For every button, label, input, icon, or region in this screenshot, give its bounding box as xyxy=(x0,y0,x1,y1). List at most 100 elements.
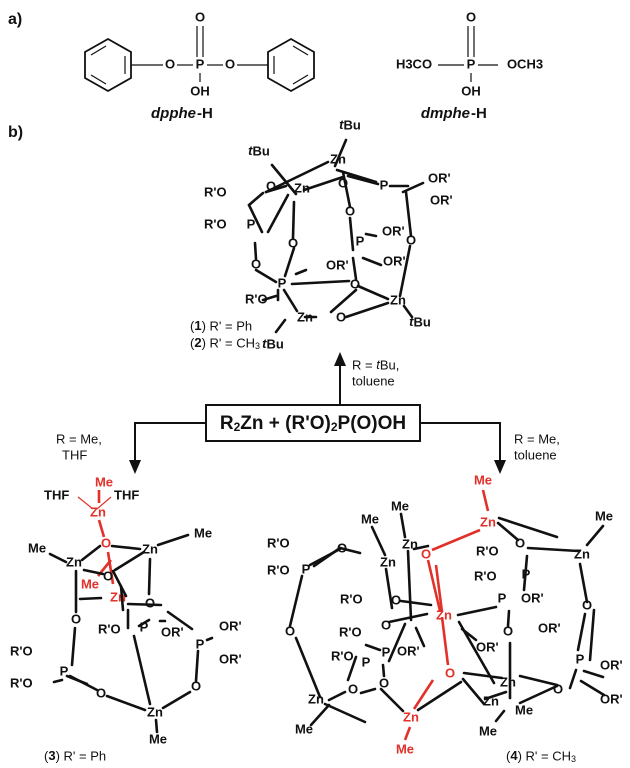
panel-label-b: b) xyxy=(8,124,23,141)
c3-ro-1: R'O xyxy=(98,621,121,636)
c4-o-red-1: O xyxy=(421,546,431,561)
c4-or-5: OR' xyxy=(600,657,623,672)
c4-zn-bottom: Zn xyxy=(483,693,499,708)
c1-o-8: O xyxy=(336,309,346,324)
c4-me-right: Me xyxy=(595,508,613,523)
c1-tbu-right: tBu xyxy=(409,314,431,329)
complex-4-cage: Me Zn O Zn O Zn Me xyxy=(267,472,623,756)
phenyl-ring-left xyxy=(84,37,132,93)
dmphe-och3: OCH3 xyxy=(507,56,543,71)
dpphe-h-structure: O P O O OH dpphe -H xyxy=(84,9,315,122)
c4-zn-red-top: Zn xyxy=(480,514,496,529)
c1-tbu-top: tBu xyxy=(339,117,361,132)
c4-p-3: P xyxy=(362,654,371,669)
arrow-left xyxy=(129,422,206,474)
c1-zn-mid: Zn xyxy=(294,180,310,195)
condition-up-line1: R = tBu, xyxy=(352,357,399,372)
c4-zn-left: Zn xyxy=(308,691,324,706)
caption-4: (4) R' = CH3 xyxy=(506,748,576,764)
c4-o-10: O xyxy=(503,623,513,638)
c4-p-5: P xyxy=(498,590,507,605)
c4-or-2: OR' xyxy=(521,590,544,605)
reagent-formula: R2Zn + (R'O)2P(O)OH xyxy=(220,413,406,434)
c4-o-2: O xyxy=(391,592,401,607)
c4-o-11: O xyxy=(553,681,563,696)
c1-or-1: OR' xyxy=(428,170,451,185)
c4-ro-3: R'O xyxy=(340,591,363,606)
dpphe-o-left: O xyxy=(165,56,175,71)
dmphe-p: P xyxy=(467,56,476,71)
c3-or-1: OR' xyxy=(161,624,184,639)
c1-zn-top: Zn xyxy=(330,151,346,166)
dmphe-suffix: -H xyxy=(471,105,487,122)
c4-ro-4: R'O xyxy=(339,624,362,639)
dmphe-oh: OH xyxy=(461,83,481,98)
c3-zn-red-top: Zn xyxy=(90,504,106,519)
c4-or-3: OR' xyxy=(538,620,561,635)
c4-or-1: OR' xyxy=(397,643,420,658)
arrow-up xyxy=(334,352,346,404)
c1-o-4: O xyxy=(288,235,298,250)
dpphe-o-right: O xyxy=(225,56,235,71)
caption-3: (3) R' = Ph xyxy=(44,748,106,763)
c4-me-left: Me xyxy=(295,721,313,736)
c4-o-3: O xyxy=(285,623,295,638)
c3-o-5: O xyxy=(96,685,106,700)
c1-ro-2: R'O xyxy=(204,216,227,231)
c3-me-right: Me xyxy=(194,525,212,540)
c1-or-3: OR' xyxy=(382,223,405,238)
dpphe-suffix: -H xyxy=(197,105,213,122)
c4-ro-6: R'O xyxy=(476,543,499,558)
c1-o-5: O xyxy=(406,232,416,247)
c1-tbu-bottom: tBu xyxy=(262,336,284,351)
c3-p-left: P xyxy=(60,663,69,678)
c1-p-center: P xyxy=(356,233,365,248)
c4-me-red-top: Me xyxy=(474,472,492,487)
c3-zn-bottom: Zn xyxy=(147,704,163,719)
c4-or-6: OR' xyxy=(600,691,623,706)
c3-thf-right: THF xyxy=(114,487,139,502)
c4-zn-red-bottom: Zn xyxy=(403,709,419,724)
c3-p-right: P xyxy=(196,636,205,651)
c4-p-2: P xyxy=(382,644,391,659)
c3-ro-3: R'O xyxy=(10,675,33,690)
c1-p-left: P xyxy=(247,216,256,231)
c4-zn-low-right: Zn xyxy=(500,674,516,689)
dmphe-o-top: O xyxy=(466,9,476,24)
dpphe-oh: OH xyxy=(190,83,210,98)
c3-o-2: O xyxy=(145,595,155,610)
c4-me-red-bottom: Me xyxy=(396,741,414,756)
c3-me-red-mid: Me xyxy=(81,576,99,591)
c4-zn-top: Zn xyxy=(402,536,418,551)
c4-o-7: O xyxy=(515,535,525,550)
c4-me-bottom: Me xyxy=(479,723,497,738)
c1-o-3: O xyxy=(345,203,355,218)
dpphe-o-top: O xyxy=(195,9,205,24)
c1-or-5: OR' xyxy=(326,257,349,272)
c4-zn-right: Zn xyxy=(574,546,590,561)
c1-p-low: P xyxy=(278,275,287,290)
c4-o-1: O xyxy=(337,540,347,555)
panel-label-a: a) xyxy=(8,11,22,28)
c3-me-left: Me xyxy=(28,540,46,555)
c1-o-6: O xyxy=(251,256,261,271)
c1-or-2: OR' xyxy=(430,192,453,207)
c3-o-3: O xyxy=(71,611,81,626)
phenyl-ring-right xyxy=(267,37,315,93)
condition-up-line2: toluene xyxy=(352,373,395,388)
c4-o-9: O xyxy=(582,597,592,612)
c4-ro-5: R'O xyxy=(331,648,354,663)
dmphe-h3co: H3CO xyxy=(396,56,432,71)
reagent-box: R2Zn + (R'O)2P(O)OH xyxy=(205,404,421,442)
dmphe-h-structure: H3CO P O OCH3 OH dmphe -H xyxy=(396,9,543,122)
c3-or-3: OR' xyxy=(219,651,242,666)
c3-o-1: O xyxy=(103,568,113,583)
c4-o-5: O xyxy=(348,681,358,696)
dpphe-name: dpphe xyxy=(151,105,196,122)
c1-p-right: P xyxy=(380,177,389,192)
c1-ro-1: R'O xyxy=(204,184,227,199)
dmphe-name: dmphe xyxy=(421,105,470,122)
c3-me-bottom: Me xyxy=(149,731,167,746)
c3-zn-left: Zn xyxy=(66,554,82,569)
c4-me-1: Me xyxy=(361,511,379,526)
